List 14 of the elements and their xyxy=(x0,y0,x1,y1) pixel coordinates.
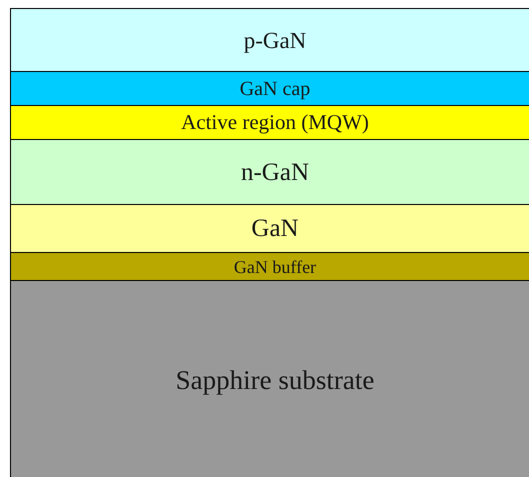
layer-band xyxy=(10,280,529,477)
layer-band xyxy=(10,252,529,281)
layer-label: Active region (MQW) xyxy=(181,112,369,133)
layer-band xyxy=(10,8,529,72)
layer-label: Sapphire substrate xyxy=(176,366,374,394)
layer-label: GaN xyxy=(251,216,299,241)
layer-label: p-GaN xyxy=(244,28,306,52)
layer-band xyxy=(10,204,529,253)
layer-label: n-GaN xyxy=(240,160,310,184)
layer-label: GaN buffer xyxy=(234,258,316,276)
layer-band xyxy=(10,71,529,106)
layer-label: GaN cap xyxy=(240,78,310,98)
layer-band xyxy=(10,105,529,140)
layer-band xyxy=(10,139,529,205)
